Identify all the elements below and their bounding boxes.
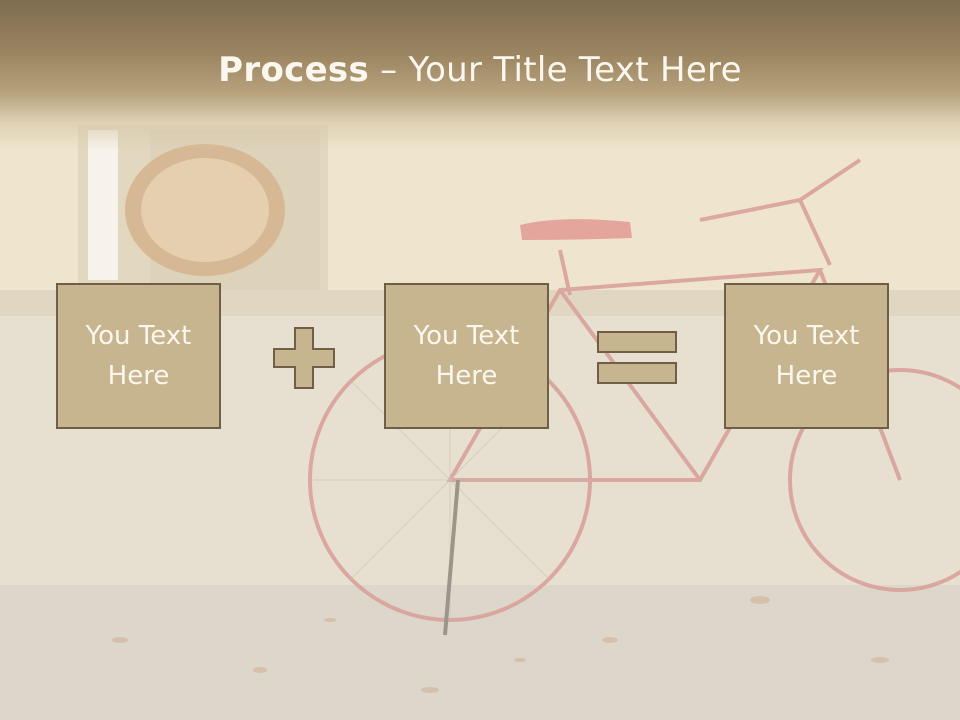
text-box-2-line-2: Here <box>435 361 498 391</box>
text-box-1-line-1: You Text <box>85 321 192 351</box>
text-box-2[interactable]: You Text Here <box>384 283 549 429</box>
text-box-3[interactable]: You Text Here <box>724 283 889 429</box>
title-band <box>0 0 960 150</box>
text-box-1[interactable]: You Text Here <box>56 283 221 429</box>
equals-icon <box>597 331 677 384</box>
slide-title[interactable]: Process – Your Title Text Here <box>0 50 960 90</box>
plus-icon <box>273 327 335 389</box>
title-rest-part: – Your Title Text Here <box>369 50 742 90</box>
text-box-3-line-2: Here <box>775 361 838 391</box>
text-box-2-line-1: You Text <box>413 321 520 351</box>
text-box-3-line-1: You Text <box>753 321 860 351</box>
text-box-1-line-2: Here <box>107 361 170 391</box>
title-bold-part: Process <box>218 50 370 90</box>
